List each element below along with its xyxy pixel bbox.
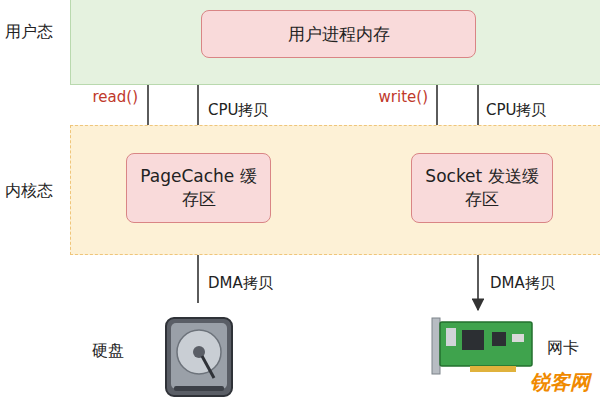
box-text: Socket 发送缓存区 <box>421 165 543 211</box>
hard-disk-icon <box>166 318 232 396</box>
edge-label: write() <box>377 88 430 106</box>
mode-band: 内核态PageCache 缓存区Socket 发送缓存区 <box>70 125 600 255</box>
device-area: 网卡 <box>425 312 590 378</box>
mode-band: 用户态用户进程内存 <box>70 0 600 85</box>
device-label: 硬盘 <box>92 341 124 362</box>
buffer-box: 用户进程内存 <box>201 10 476 58</box>
edge-label: CPU拷贝 <box>484 101 549 120</box>
edge-label: CPU拷贝 <box>206 101 271 120</box>
band-label: 用户态 <box>5 22 53 43</box>
device-area: 硬盘 <box>88 305 243 397</box>
edge-label: read() <box>91 88 140 106</box>
buffer-box: Socket 发送缓存区 <box>411 153 553 223</box>
edge-label: DMA拷贝 <box>488 274 557 293</box>
buffer-box: PageCache 缓存区 <box>126 153 271 223</box>
network-card-icon <box>432 318 532 374</box>
edge-label: DMA拷贝 <box>206 274 275 293</box>
box-text: PageCache 缓存区 <box>136 165 261 211</box>
watermark: 锐客网 <box>530 369 590 396</box>
box-text: 用户进程内存 <box>288 23 390 46</box>
band-label: 内核态 <box>5 181 53 202</box>
device-label: 网卡 <box>547 338 579 359</box>
